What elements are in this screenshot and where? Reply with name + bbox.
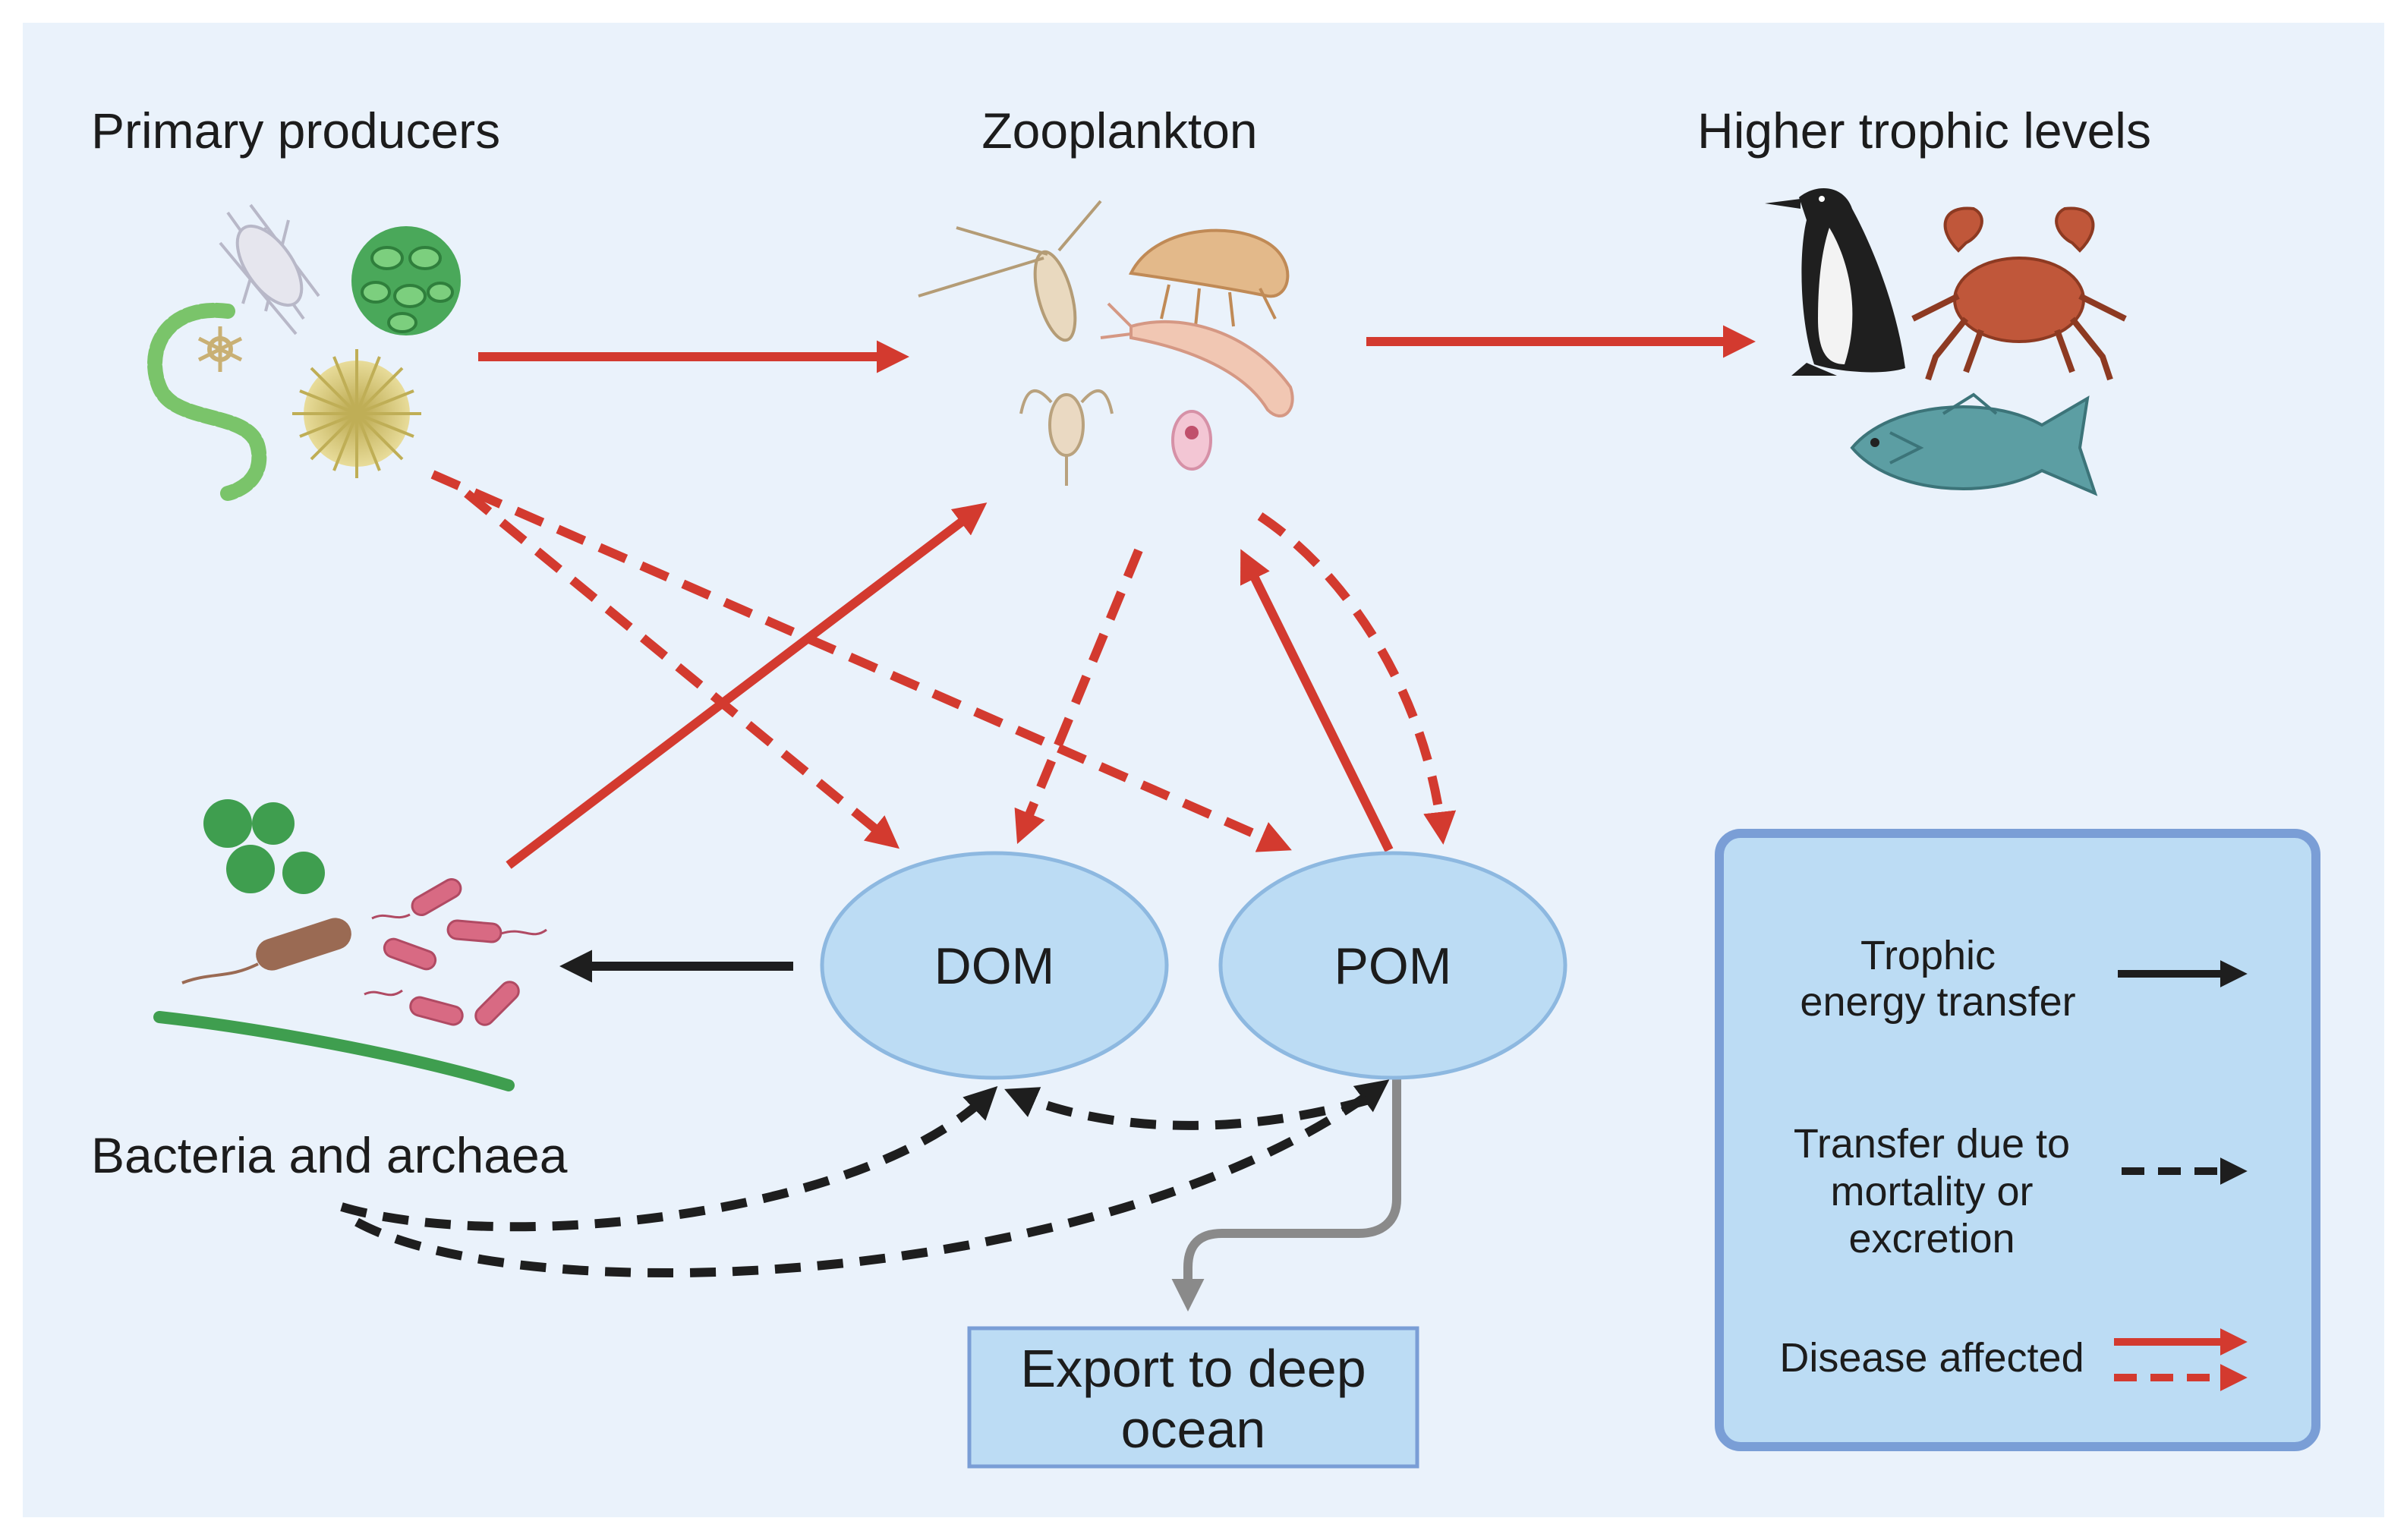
- bacteria-icon: [153, 878, 547, 1091]
- archaea-icon: [203, 799, 325, 894]
- dom-label: DOM: [934, 937, 1055, 995]
- primary-producers-label: Primary producers: [91, 102, 500, 159]
- larva-icon: [1019, 389, 1114, 486]
- legend-disease-label: Disease affected: [1779, 1335, 2084, 1381]
- fish-icon: [1850, 392, 2098, 496]
- seabird-icon: [1765, 188, 1905, 376]
- copepod-icon: [918, 200, 1102, 342]
- legend-trophic-line2: energy transfer: [1800, 979, 2075, 1025]
- coccolithophore-icon: [351, 226, 461, 335]
- pom-to-zooplankton-arrow: [1240, 549, 1394, 852]
- legend-trophic-line1: Trophic: [1860, 933, 1996, 978]
- export-box: Export to deep ocean: [967, 1326, 1419, 1469]
- export-label-line1: Export to deep: [1020, 1339, 1366, 1398]
- legend-box: [1715, 829, 2320, 1451]
- pom-pool: POM: [1218, 851, 1567, 1080]
- pink-zooplankton-icon: [1171, 410, 1212, 471]
- legend-mortality-line2: mortality or: [1830, 1169, 2033, 1214]
- dom-pool: DOM: [820, 851, 1169, 1080]
- zooplankton-label: Zooplankton: [981, 102, 1257, 159]
- diatom-icon: [219, 203, 320, 335]
- cyanobacteria-chain-icon: [147, 302, 267, 501]
- pom-label: POM: [1334, 937, 1452, 995]
- amphipod-icon: [1128, 228, 1290, 327]
- producers-to-dom-arrow: [464, 490, 900, 849]
- producers-to-pom-arrow: [430, 470, 1292, 852]
- krill-icon: [1100, 302, 1294, 417]
- bacteria-to-pom-dashed-arrow: [354, 1079, 1390, 1278]
- pom-to-export-arrow: [1171, 1078, 1401, 1312]
- legend: Trophic energy transfer Transfer due to …: [1715, 829, 2320, 1451]
- pom-to-dom-dashed-arrow: [1004, 1087, 1368, 1130]
- legend-mortality-line3: excretion: [1848, 1216, 2015, 1261]
- bacteria-to-zooplankton-arrow: [506, 502, 988, 869]
- urchin-phytoplankton-icon: [292, 349, 421, 478]
- radiolarian-icon: [197, 326, 243, 372]
- higher-trophic-levels-label: Higher trophic levels: [1697, 102, 2151, 159]
- export-label-line2: ocean: [1121, 1400, 1266, 1459]
- legend-mortality-line1: Transfer due to: [1794, 1121, 2070, 1167]
- bacteria-archaea-label: Bacteria and archaea: [91, 1127, 568, 1183]
- crab-icon: [1911, 206, 2127, 381]
- zooplankton-to-dom-arrow: [1014, 548, 1143, 844]
- zooplankton-to-pom-arrow: [1257, 512, 1457, 845]
